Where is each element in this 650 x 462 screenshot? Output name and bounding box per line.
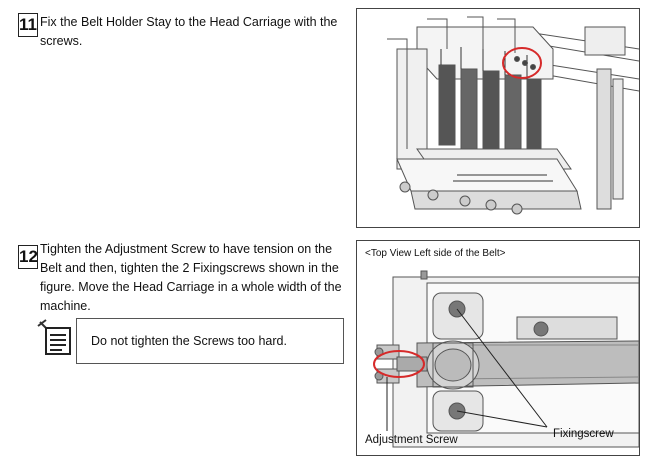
head-carriage-drawing: [387, 16, 639, 215]
step-12-text: Tighten the Adjustment Screw to have ten…: [40, 242, 342, 313]
note-box: Do not tighten the Screws too hard.: [76, 318, 344, 364]
adjustment-screw-label: Adjustment Screw: [365, 434, 458, 446]
note-icon: [36, 318, 72, 361]
belt-top-view-drawing: [373, 270, 639, 448]
step-number-12: 12: [18, 245, 38, 269]
leader-fixingscrew-1: [456, 308, 548, 428]
figure-top-view: <Top View Left side of the Belt>: [356, 240, 640, 456]
leader-fixingscrew-2: [456, 410, 548, 428]
step-11-text: Fix the Belt Holder Stay to the Head Car…: [40, 15, 338, 48]
note-text: Do not tighten the Screws too hard.: [91, 334, 287, 348]
figure-caption: <Top View Left side of the Belt>: [365, 248, 506, 259]
highlight-circle-adjustment-screw: [373, 350, 425, 378]
fixingscrew-label: Fixingscrew: [553, 428, 614, 440]
step-number-11: 11: [18, 13, 38, 37]
highlight-circle-stay: [502, 47, 542, 79]
figure-head-carriage: [356, 8, 640, 228]
